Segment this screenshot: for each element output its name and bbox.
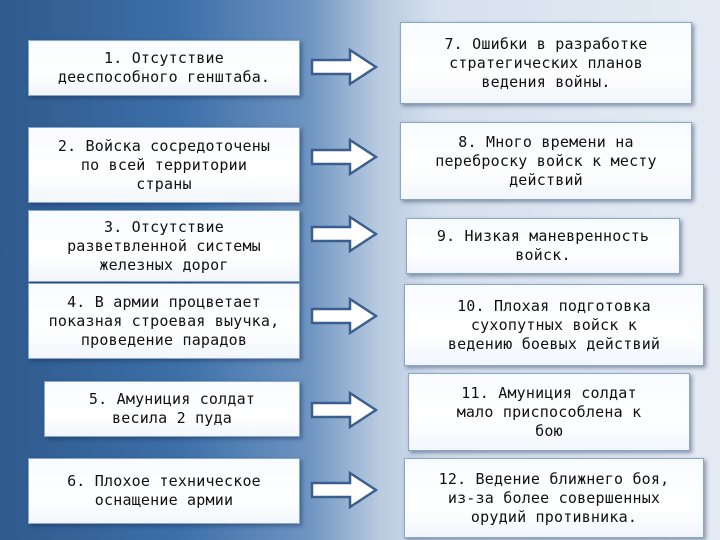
arrow-right-icon	[310, 47, 378, 87]
right-item-8: 8. Много времени на переброску войск к м…	[400, 122, 692, 200]
arrow-right-icon	[310, 214, 378, 254]
arrow-right-icon	[310, 137, 378, 177]
arrow-right-icon	[310, 296, 378, 336]
left-item-6: 6. Плохое техническое оснащение армии	[28, 458, 300, 524]
left-item-2: 2. Войска сосредоточены по всей территор…	[28, 127, 300, 203]
left-item-3: 3. Отсутствие разветвленной системы желе…	[28, 210, 300, 282]
right-item-12: 12. Ведение ближнего боя, из-за более со…	[404, 458, 704, 538]
left-item-5: 5. Амуниция солдат весила 2 пуда	[44, 381, 300, 437]
arrow-right-icon	[310, 390, 378, 430]
right-item-7: 7. Ошибки в разработке стратегических пл…	[400, 22, 692, 104]
arrow-right-icon	[310, 470, 378, 510]
left-item-4: 4. В армии процветает показная строевая …	[28, 283, 300, 359]
left-item-1: 1. Отсутствие дееспособного генштаба.	[28, 40, 300, 96]
right-item-11: 11. Амуниция солдат мало приспособлена к…	[408, 373, 690, 451]
right-item-10: 10. Плохая подготовка сухопутных войск к…	[404, 284, 704, 366]
right-item-9: 9. Низкая маневренность войск.	[406, 218, 680, 274]
